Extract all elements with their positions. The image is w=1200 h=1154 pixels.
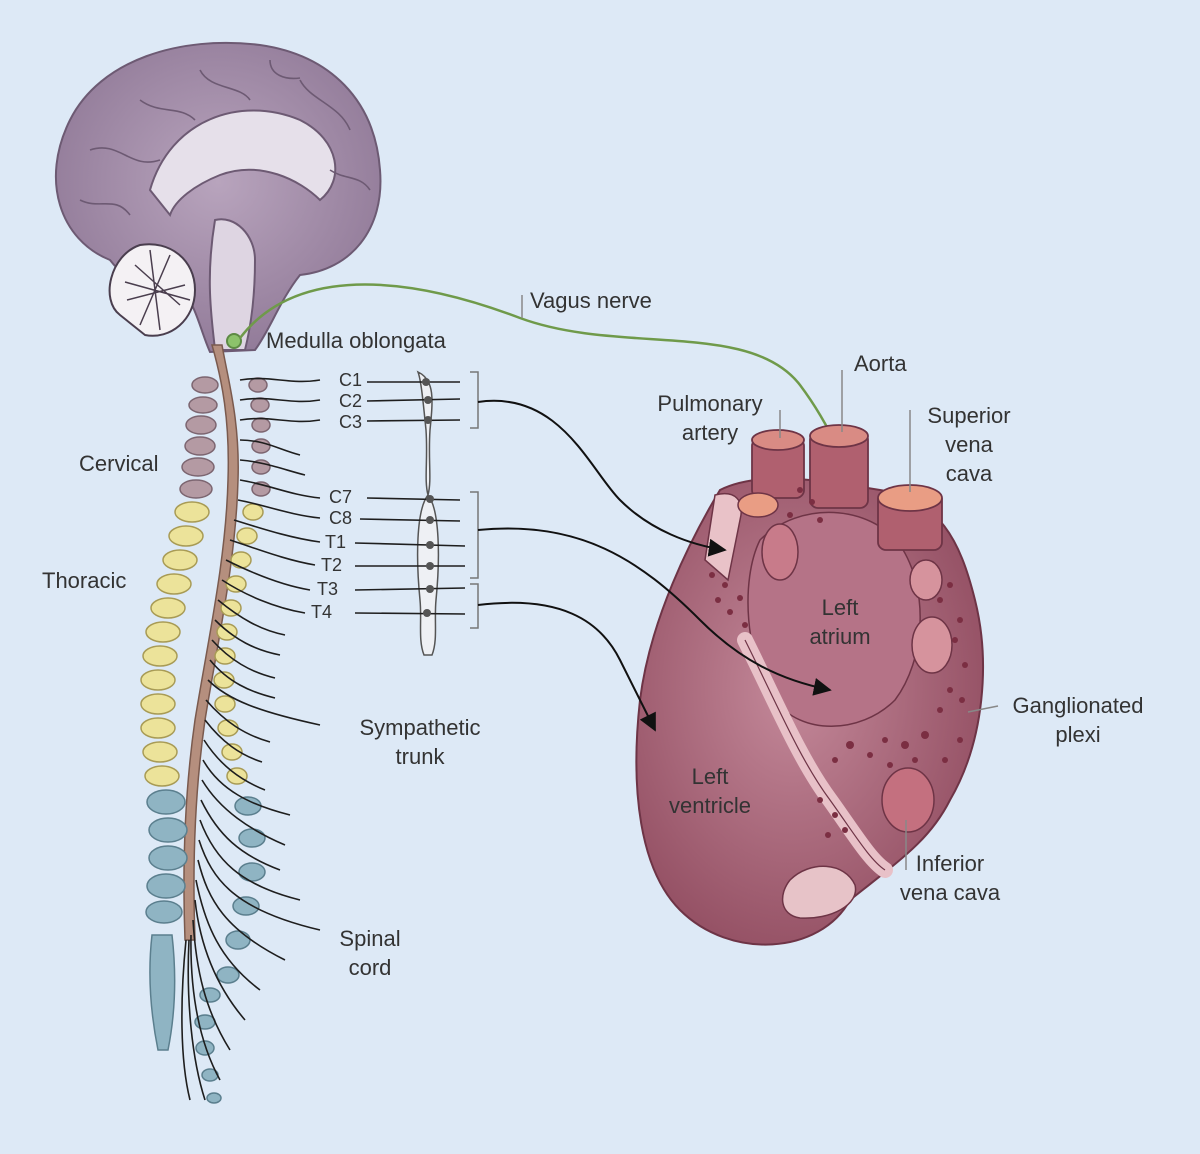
label-inferior-vena-cava-line2: vena cava [899, 880, 1001, 906]
label-left-atrium-line1: Left [821, 595, 859, 620]
label-left-ventricle-line2: ventricle [669, 793, 751, 819]
label-segment-c3: C3 [338, 412, 362, 432]
label-segment-t2: T2 [320, 555, 342, 575]
lumbar-vertebrae [145, 789, 266, 1104]
label-left-atrium-line2: atrium [809, 624, 871, 650]
label-spinal-cord: Spinal cord [320, 924, 420, 982]
label-leader-lines [521, 295, 999, 870]
heart [635, 424, 984, 946]
label-sympathetic-trunk-line2: trunk [395, 744, 445, 770]
label-ganglionated-plexi-line1: Ganglionated [1012, 693, 1144, 718]
label-left-ventricle: Left ventricle [650, 762, 770, 820]
label-spinal-cord-line2: cord [348, 955, 392, 981]
label-spinal-cord-line1: Spinal [339, 926, 401, 951]
label-inferior-vena-cava-line1: Inferior [915, 851, 985, 876]
label-sympathetic-trunk-line1: Sympathetic [359, 715, 481, 740]
label-inferior-vena-cava: Inferior vena cava [886, 849, 1014, 907]
sympathetic-arrows [477, 399, 832, 732]
label-ganglionated-plexi-line2: plexi [1055, 722, 1101, 748]
label-segment-c2: C2 [338, 391, 362, 411]
label-ganglionated-plexi: Ganglionated plexi [998, 691, 1158, 749]
label-segment-c7: C7 [328, 487, 352, 507]
label-cervical: Cervical [79, 451, 159, 476]
label-thoracic: Thoracic [42, 568, 127, 593]
label-pulmonary-artery-line2: artery [681, 420, 739, 446]
label-segment-t3: T3 [316, 579, 338, 599]
label-left-ventricle-line1: Left [691, 764, 729, 789]
label-segment-c1: C1 [338, 370, 362, 390]
brain [55, 41, 382, 354]
thoracic-vertebrae [140, 501, 264, 787]
label-pulmonary-artery-line1: Pulmonary [657, 391, 763, 416]
label-medulla-oblongata: Medulla oblongata [266, 328, 446, 353]
label-aorta: Aorta [854, 351, 907, 376]
cervical-vertebrae [179, 376, 271, 499]
label-vagus-nerve: Vagus nerve [530, 288, 652, 313]
label-superior-vena-cava-line1: Superior [927, 403, 1011, 428]
label-sympathetic-trunk: Sympathetic trunk [340, 713, 500, 771]
label-superior-vena-cava-line3: cava [945, 461, 993, 487]
spinal-cord [183, 344, 239, 941]
label-left-atrium: Left atrium [790, 593, 890, 651]
label-superior-vena-cava-line2: vena [945, 432, 993, 458]
label-pulmonary-artery: Pulmonary artery [640, 389, 780, 447]
label-superior-vena-cava: Superior vena cava [910, 401, 1028, 488]
spinal-nerves [181, 377, 321, 1101]
sympathetic-trunk [354, 370, 479, 656]
label-segment-c8: C8 [328, 508, 352, 528]
medulla-node-icon [226, 333, 242, 349]
label-segment-t1: T1 [324, 532, 346, 552]
label-segment-t4: T4 [310, 602, 332, 622]
